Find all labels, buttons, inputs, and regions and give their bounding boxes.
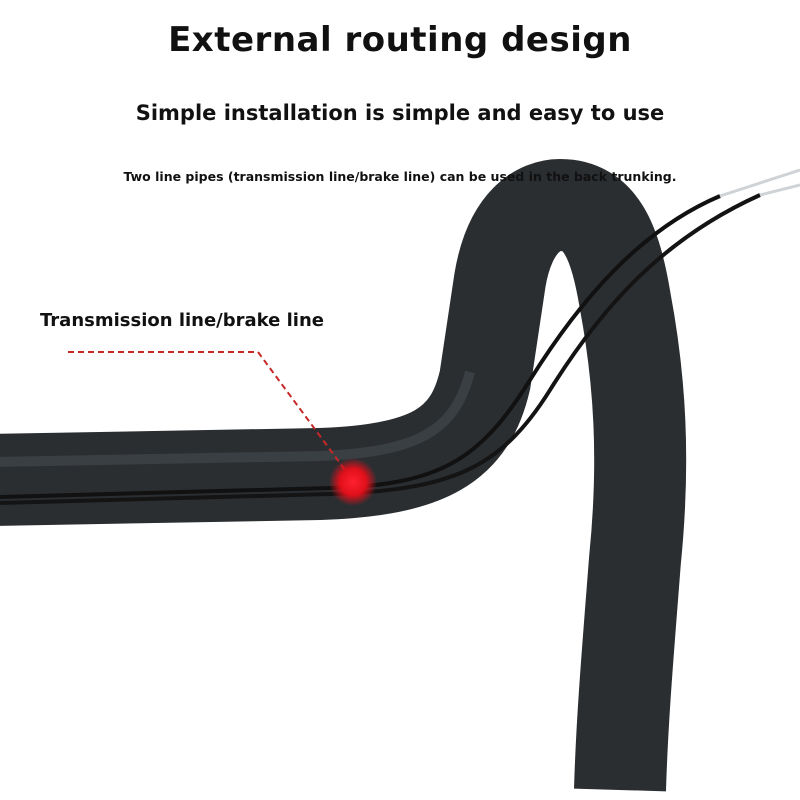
handlebar-tube	[0, 158, 687, 792]
subtitle: Simple installation is simple and easy t…	[135, 101, 665, 125]
cable	[0, 194, 721, 499]
cable	[0, 193, 761, 505]
page-title: External routing design	[168, 20, 632, 60]
callout-leader-line	[68, 351, 349, 475]
description: Two line pipes (transmission line/brake …	[123, 169, 677, 184]
callout-marker	[329, 458, 377, 506]
callout-label: Transmission line/brake line	[40, 310, 324, 331]
